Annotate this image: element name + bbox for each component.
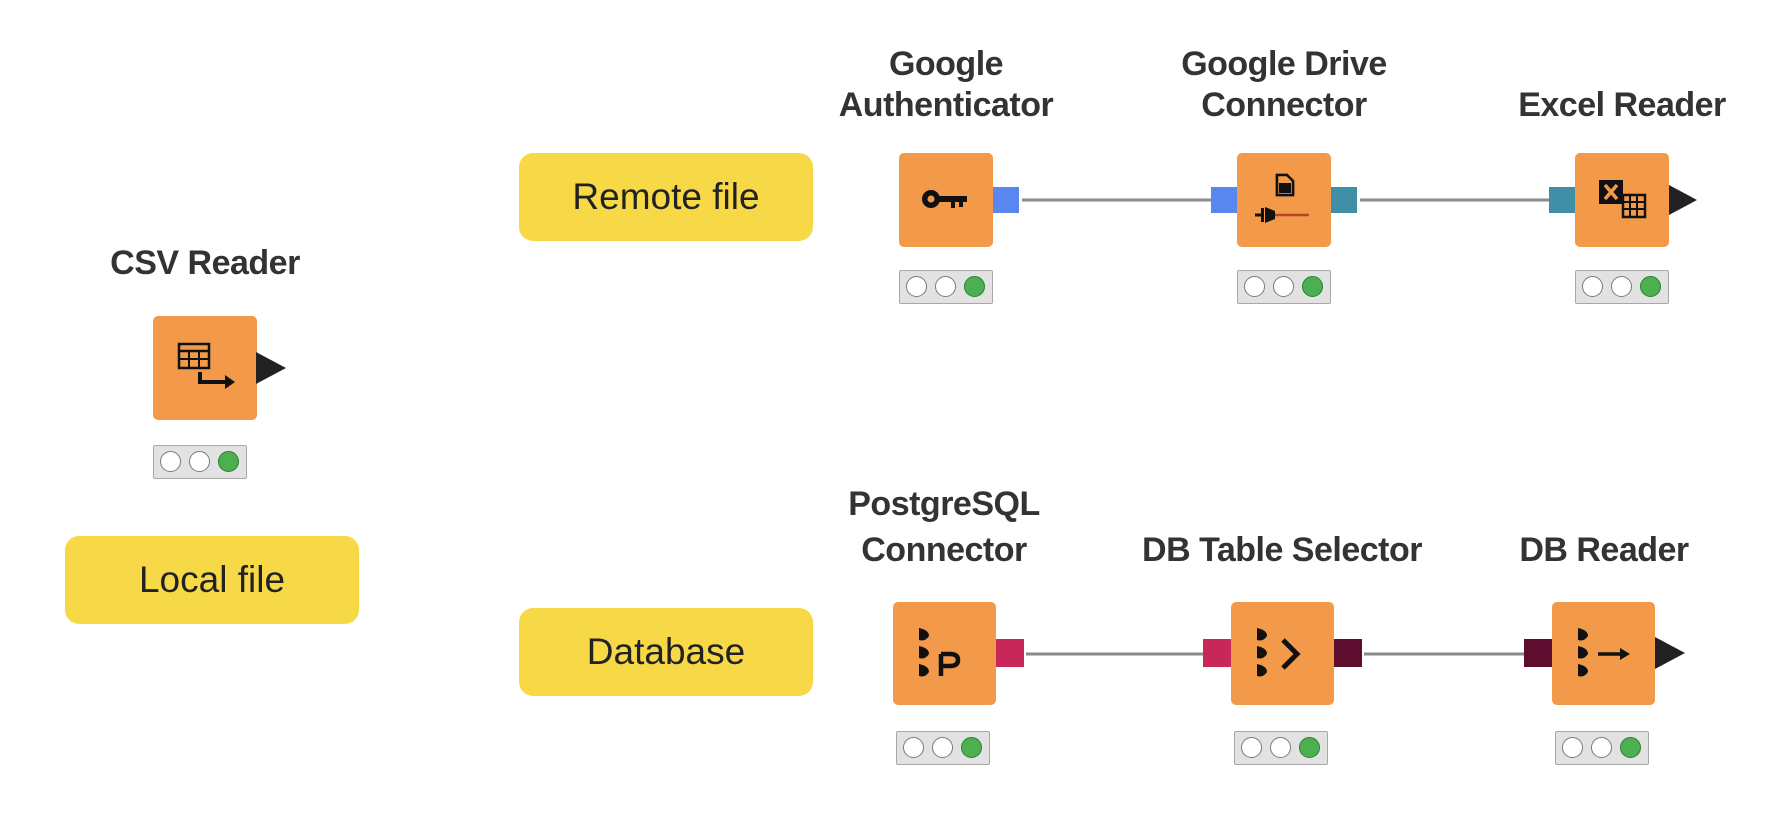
status-light-red	[1582, 276, 1603, 297]
node-title-db-reader: DB Reader	[1519, 530, 1689, 571]
node-status-postgresql-connector	[896, 731, 990, 765]
node-status-csv-reader	[153, 445, 247, 479]
node-title-postgresql-connector: PostgreSQL Connector	[848, 484, 1040, 571]
status-light-yellow	[189, 451, 210, 472]
node-title-line: Connector	[1201, 86, 1367, 124]
status-light-green	[964, 276, 985, 297]
status-light-green	[218, 451, 239, 472]
node-db-reader[interactable]	[1552, 602, 1655, 705]
node-db-table-selector[interactable]	[1231, 602, 1334, 705]
node-csv-reader[interactable]	[153, 316, 257, 420]
input-port-db-data[interactable]	[1524, 639, 1552, 667]
node-title-line: Google	[888, 45, 1004, 83]
node-status-db-reader	[1555, 731, 1649, 765]
db-p-icon	[919, 628, 961, 677]
node-title-line: Authenticator	[838, 86, 1054, 124]
node-google-drive-connector[interactable]	[1237, 153, 1331, 247]
node-title-line: CSV Reader	[110, 244, 300, 282]
input-port-db-connection[interactable]	[1203, 639, 1231, 667]
status-light-green	[1640, 276, 1661, 297]
status-light-red	[1244, 276, 1265, 297]
node-title-google-drive-connector: Google Drive Connector	[1181, 44, 1387, 126]
annotation-remote-file[interactable]: Remote file	[519, 153, 813, 241]
output-port-table[interactable]	[256, 352, 288, 384]
status-light-yellow	[935, 276, 956, 297]
status-light-yellow	[1611, 276, 1632, 297]
node-title-csv-reader: CSV Reader	[110, 243, 300, 284]
output-port-table[interactable]	[1655, 637, 1687, 669]
annotation-remote-file-text: Remote file	[572, 176, 760, 217]
node-title-line: Connector	[861, 531, 1027, 569]
status-light-green	[1299, 737, 1320, 758]
node-title-line: Google Drive	[1181, 45, 1387, 83]
input-port-file-system[interactable]	[1549, 187, 1575, 213]
node-postgresql-connector[interactable]	[893, 602, 996, 705]
output-port-file-system[interactable]	[1331, 187, 1357, 213]
status-light-red	[903, 737, 924, 758]
input-port-credentials[interactable]	[1211, 187, 1237, 213]
output-port-table[interactable]	[1669, 185, 1699, 215]
excel-table-icon	[1599, 180, 1647, 219]
status-light-red	[1241, 737, 1262, 758]
node-excel-reader[interactable]	[1575, 153, 1669, 247]
node-title-line: DB Table Selector	[1142, 531, 1422, 569]
output-port-db-data[interactable]	[1334, 639, 1362, 667]
node-status-google-authenticator	[899, 270, 993, 304]
node-google-authenticator[interactable]	[899, 153, 993, 247]
status-light-red	[1562, 737, 1583, 758]
node-status-db-table-selector	[1234, 731, 1328, 765]
key-icon	[922, 190, 967, 208]
file-plug-icon	[1255, 173, 1309, 223]
node-title-google-authenticator: Google Authenticator	[839, 44, 1054, 126]
status-light-yellow	[1270, 737, 1291, 758]
annotation-local-file[interactable]: Local file	[65, 536, 359, 624]
annotation-database[interactable]: Database	[519, 608, 813, 696]
annotation-local-file-text: Local file	[138, 559, 286, 600]
status-light-red	[160, 451, 181, 472]
node-title-excel-reader: Excel Reader	[1518, 85, 1726, 126]
db-chevron-icon	[1257, 628, 1301, 677]
annotation-database-text: Database	[586, 631, 746, 672]
node-title-line: Excel Reader	[1518, 86, 1726, 124]
db-arrow-icon	[1578, 628, 1630, 677]
status-light-green	[1302, 276, 1323, 297]
node-status-excel-reader	[1575, 270, 1669, 304]
table-export-icon	[177, 342, 235, 389]
status-light-yellow	[932, 737, 953, 758]
node-title-db-table-selector: DB Table Selector	[1142, 530, 1422, 571]
node-title-line: PostgreSQL	[848, 485, 1040, 523]
status-light-green	[961, 737, 982, 758]
node-title-line: DB Reader	[1519, 531, 1689, 569]
output-port-db-connection[interactable]	[996, 639, 1024, 667]
node-status-google-drive-connector	[1237, 270, 1331, 304]
status-light-green	[1620, 737, 1641, 758]
status-light-red	[906, 276, 927, 297]
output-port-credentials[interactable]	[993, 187, 1019, 213]
status-light-yellow	[1591, 737, 1612, 758]
status-light-yellow	[1273, 276, 1294, 297]
